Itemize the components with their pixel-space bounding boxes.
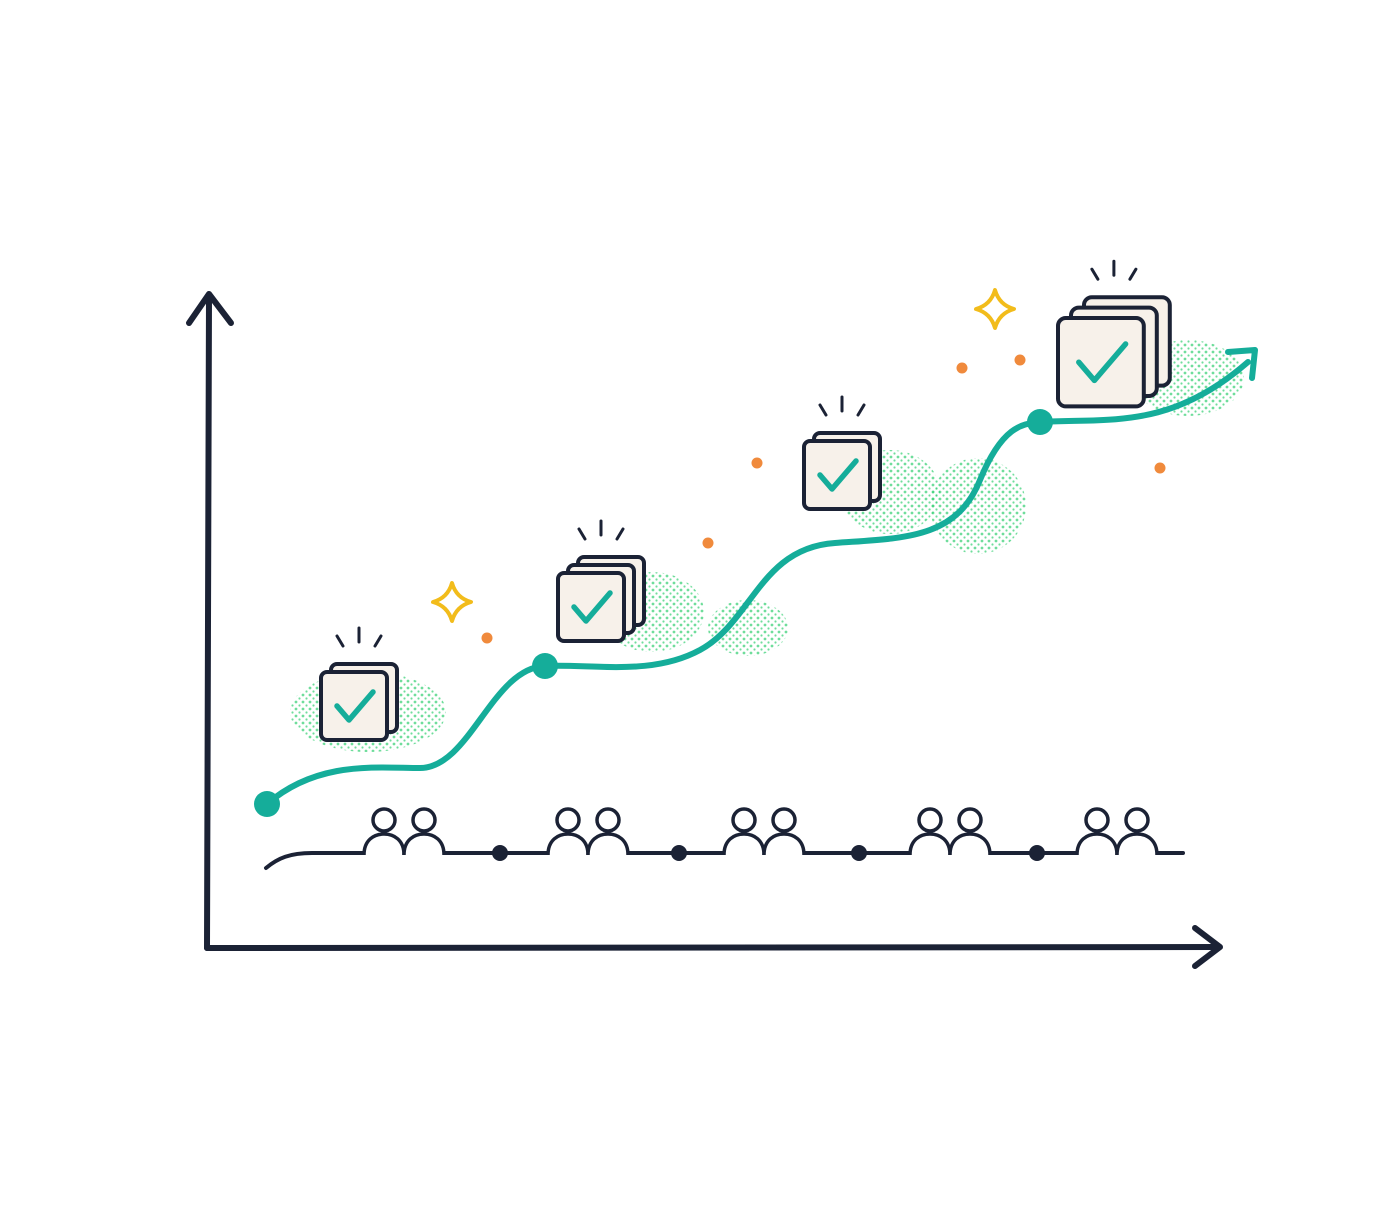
shine-tick — [818, 403, 828, 417]
sparkle-star-icon — [431, 581, 473, 623]
check-mark-icon — [817, 458, 859, 492]
timeline-node — [1029, 845, 1045, 861]
card — [556, 571, 626, 643]
x-axis-arrowhead-icon — [1192, 925, 1223, 969]
person-body — [586, 832, 630, 856]
person-head — [917, 807, 943, 833]
accent-dot — [481, 632, 493, 644]
x-axis-arrow — [204, 944, 1221, 951]
person-head — [371, 807, 397, 833]
milestones — [319, 259, 1172, 742]
two-people-icon — [722, 807, 806, 856]
person-body — [948, 832, 992, 856]
shine-tick — [373, 634, 383, 648]
person-body — [1075, 832, 1119, 856]
two-people-icon — [362, 807, 446, 856]
sparkles — [431, 288, 1016, 623]
card — [1056, 316, 1146, 409]
person-body — [1115, 832, 1159, 856]
accent-dot — [1154, 462, 1166, 474]
person-body — [908, 832, 952, 856]
person-head — [411, 807, 437, 833]
check-mark-icon — [571, 590, 613, 624]
person-head — [595, 807, 621, 833]
curve-node — [532, 653, 558, 679]
shine-tick — [856, 403, 866, 417]
card — [802, 439, 872, 511]
shine-tick — [577, 527, 587, 541]
halftone-patch — [708, 600, 788, 656]
curve-node — [254, 791, 280, 817]
accent-dot — [751, 457, 763, 469]
person-body — [402, 832, 446, 856]
shine-tick — [335, 634, 345, 648]
card — [319, 670, 389, 742]
y-axis-arrowhead-icon — [186, 291, 234, 326]
stacked-checked-cards-icon — [802, 395, 882, 511]
curve-node — [1027, 409, 1053, 435]
stacked-checked-cards-icon — [319, 626, 399, 742]
two-people-icon — [546, 807, 630, 856]
sparkle-star-icon — [974, 288, 1016, 330]
timeline-node — [492, 845, 508, 861]
shine-tick — [1090, 267, 1100, 281]
accent-dot — [1014, 354, 1026, 366]
timeline-node — [671, 845, 687, 861]
timeline-node — [851, 845, 867, 861]
person-head — [1084, 807, 1110, 833]
shine-tick — [615, 527, 625, 541]
curve-arrowhead-icon — [1225, 347, 1258, 381]
stacked-checked-cards-icon — [556, 519, 646, 643]
accent-dots — [481, 354, 1166, 644]
timeline — [264, 851, 1185, 870]
person-body — [546, 832, 590, 856]
team-groups — [362, 807, 1159, 856]
check-mark-icon — [1076, 341, 1129, 384]
shine-tick — [1128, 267, 1138, 281]
halftone-patch — [930, 458, 1026, 554]
two-people-icon — [908, 807, 992, 856]
person-head — [957, 807, 983, 833]
person-body — [362, 832, 406, 856]
person-body — [762, 832, 806, 856]
two-people-icon — [1075, 807, 1159, 856]
accent-dot — [702, 537, 714, 549]
accent-dot — [956, 362, 968, 374]
timeline-nodes — [492, 845, 1045, 861]
curve-nodes — [254, 409, 1053, 817]
check-mark-icon — [334, 689, 376, 723]
person-body — [722, 832, 766, 856]
person-head — [555, 807, 581, 833]
axes — [186, 291, 1223, 969]
stacked-checked-cards-icon — [1056, 259, 1172, 409]
person-head — [771, 807, 797, 833]
timeline-line — [264, 851, 1185, 870]
y-axis-arrow — [204, 293, 212, 951]
person-head — [1124, 807, 1150, 833]
person-head — [731, 807, 757, 833]
